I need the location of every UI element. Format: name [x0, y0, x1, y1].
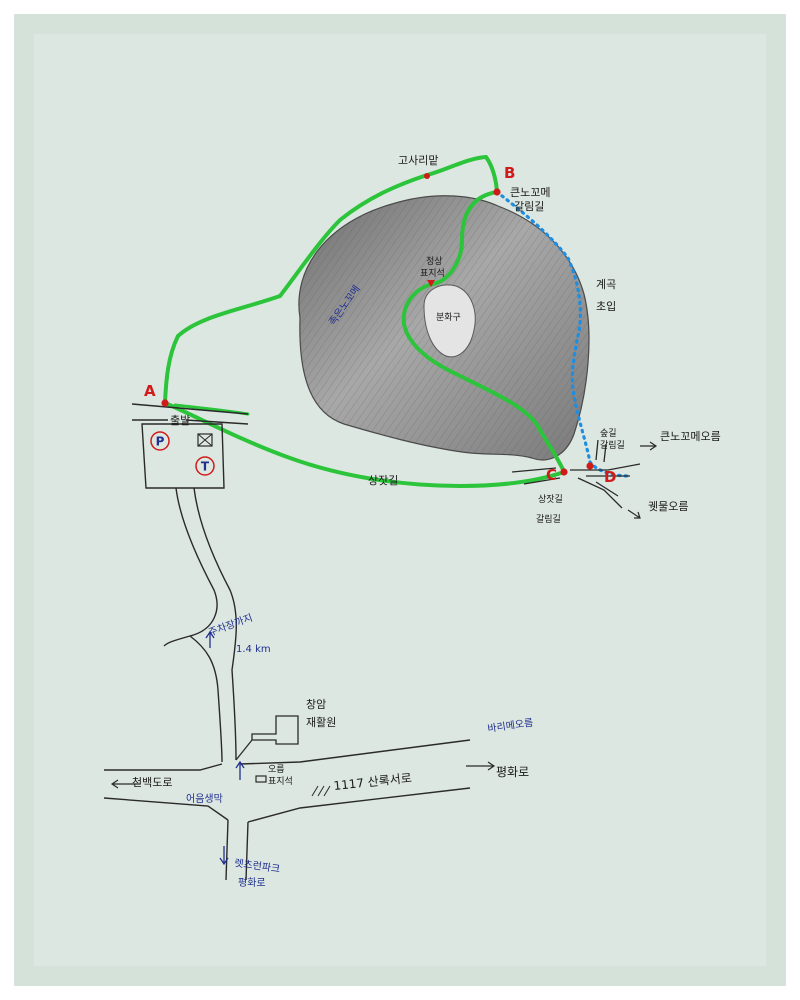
arrow-north-entrance: [235, 760, 245, 780]
south-road: [225, 819, 249, 881]
label-changam-1: 창암: [306, 698, 326, 711]
road-number-hatch: [311, 785, 331, 797]
access-road-west-edge: [163, 487, 218, 647]
green-trail-crater-descent: [401, 190, 566, 474]
gosarimat-dot: [424, 173, 430, 179]
access-road-inner-edge: [189, 635, 223, 763]
label-summit-1: 정상: [426, 256, 443, 267]
label-junction-left-2: 갈림길: [536, 513, 561, 525]
label-a: A: [144, 382, 156, 400]
waypoint-c-dot: [560, 468, 568, 476]
label-c: C: [546, 466, 557, 484]
toilet-icon: T: [195, 456, 215, 476]
label-d: D: [604, 468, 616, 486]
forest-path-stub: [595, 439, 607, 463]
waypoint-d-dot: [586, 462, 594, 470]
label-changam-2: 재활원: [306, 715, 336, 729]
arrow-to-keunnokomae: [640, 441, 658, 451]
label-to-gwetmul-oreum: 궷물오름: [648, 500, 688, 513]
waypoint-a-dot: [161, 399, 169, 407]
svg-text:P: P: [156, 435, 165, 449]
arrow-to-gwetmul: [627, 509, 641, 519]
label-b: B: [504, 164, 515, 182]
label-summit-2: 표지석: [420, 268, 445, 279]
green-trail-sanjatgil: [163, 401, 566, 489]
label-sanjatgil: 상잣길: [368, 474, 398, 487]
main-road-south-edge: [103, 787, 471, 823]
arrow-to-lets-run-park: [219, 846, 229, 866]
label-junction-left-1: 상잣길: [538, 494, 563, 505]
label-to-parking-2: 1.4 km: [236, 644, 271, 655]
label-start: 출발: [170, 414, 190, 427]
label-oreum-sign-2: 표지석: [268, 776, 293, 787]
label-keunnokomae-trail-1: 큰노꼬메: [510, 186, 550, 199]
crater-pond: [423, 284, 476, 358]
green-trail-west-north: [163, 154, 499, 405]
main-road-north-edge: [104, 739, 471, 771]
arrow-to-parking: [205, 630, 215, 648]
label-to-keunnokomae-oreum: 큰노꼬메오름: [660, 430, 721, 443]
changam-building: [251, 715, 299, 745]
arrow-to-pyeonghwaro-east: [466, 761, 496, 771]
label-gyegok-2: 초입: [596, 300, 616, 313]
access-road-east-edge: [193, 487, 237, 761]
label-eoeumsaengmak: 어음생막: [186, 793, 223, 805]
start-road-lines: [131, 403, 249, 425]
label-keunnokomae-trail-2: 갈림길: [514, 199, 544, 213]
summit-marker: [427, 280, 435, 287]
label-junction-right-2: 갈림길: [600, 439, 625, 451]
parking-icon: P: [150, 431, 170, 451]
label-gyegok-1: 계곡: [596, 278, 616, 291]
blue-dotted-trail: [495, 190, 632, 478]
label-to-cheonbaekdoro: 천백도로: [132, 775, 172, 789]
label-oreum-sign-1: 오름: [268, 764, 285, 775]
map-paper: [34, 34, 766, 966]
waypoint-b-dot: [493, 188, 501, 196]
oreum-sign-icon: [255, 775, 267, 783]
label-crater-pond: 분화구: [436, 312, 461, 323]
junction-roads: [511, 463, 641, 509]
info-board-icon: [197, 433, 213, 447]
label-pyeonghwaro-south: 평화로: [238, 877, 266, 889]
arrow-to-cheonbaekdoro: [110, 779, 140, 789]
label-gosarimat: 고사리맡: [398, 154, 438, 167]
changam-driveway: [235, 739, 253, 761]
svg-text:T: T: [201, 460, 210, 474]
label-pyeonghwaro-east: 평화로: [496, 765, 529, 779]
label-junction-right-1: 숲길: [600, 428, 617, 439]
parking-lot-outline: [141, 423, 225, 489]
